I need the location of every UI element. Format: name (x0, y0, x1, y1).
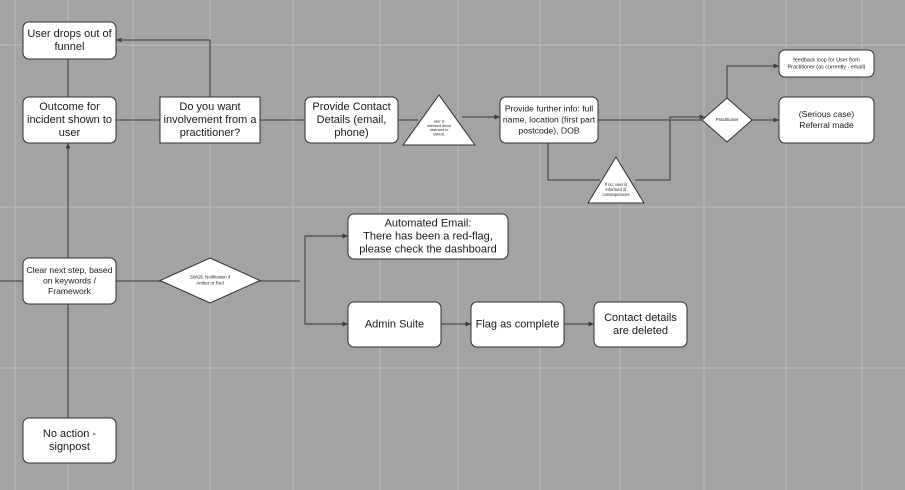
node-dropout-shape (22, 21, 117, 60)
node-noaction-label: signpost (49, 441, 90, 453)
node-noaction[interactable]: No action -signpost (22, 417, 117, 464)
node-email-label: Automated Email: (385, 217, 472, 229)
node-further-label: name, location (first part (503, 114, 596, 124)
node-deleted-shape (593, 301, 688, 348)
node-email-label: There has been a red-flag, (363, 230, 493, 242)
connector-tri2-to-pract (635, 114, 705, 181)
node-notif-label: SWGfL Notification if (190, 275, 231, 280)
node-dropout-label: User drops out of (27, 28, 112, 40)
node-feedback-label: feedback loop for User from (793, 57, 860, 63)
connector-notif-to-admin (304, 281, 348, 327)
node-outcome-label: incident shown to (27, 114, 112, 126)
node-flag-label: Flag as complete (476, 318, 560, 330)
node-pract-label: Practitioner (716, 117, 739, 122)
node-flag[interactable]: Flag as complete (470, 301, 565, 348)
node-flag-shape (470, 301, 565, 348)
node-contact-label: Details (email, (317, 114, 387, 126)
node-tri2-shape (587, 156, 645, 204)
connector-notif-to-email (304, 233, 348, 281)
node-notif-label: Amber or Red (196, 281, 224, 286)
node-tri1-shape (402, 94, 476, 146)
node-pract-shape (701, 97, 753, 143)
node-outcome-shape (22, 96, 117, 144)
node-pract[interactable]: Practitioner (701, 97, 753, 143)
node-tri2-label: If no: user is (605, 182, 628, 187)
connector-involve-to-dropout (116, 37, 211, 97)
node-admin[interactable]: Admin Suite (347, 301, 442, 348)
connector-pract-to-feedback (726, 63, 779, 98)
node-contact-shape (304, 96, 399, 144)
node-noaction-shape (22, 417, 117, 464)
node-contact-label: Provide Contact (312, 101, 390, 113)
node-involve-label: practitioner? (180, 127, 241, 139)
node-noaction-label: No action - (43, 428, 97, 440)
node-clear-shape (22, 257, 117, 305)
node-email[interactable]: Automated Email:There has been a red-fla… (347, 213, 509, 260)
node-admin-shape (347, 301, 442, 348)
node-clear-label: Clear next step, based (27, 265, 113, 275)
node-tri2-label: consequences (602, 192, 629, 197)
node-further-label: Provide further info: full (505, 103, 593, 113)
node-dropout-label: funnel (55, 41, 85, 53)
node-involve-label: Do you want (179, 101, 240, 113)
node-referral-label: (Serious case) (799, 109, 855, 119)
node-tri1-label: data sent to (430, 128, 449, 132)
node-referral-shape (778, 96, 875, 144)
node-feedback[interactable]: feedback loop for User fromPractitioner … (778, 49, 875, 78)
node-outcome-label: Outcome for (39, 101, 100, 113)
node-involve-shape (159, 96, 261, 144)
node-referral[interactable]: (Serious case)Referral made (778, 96, 875, 144)
node-tri2-label: informed of (606, 187, 628, 192)
node-outcome-label: user (59, 127, 81, 139)
node-involve-label: involvement from a (164, 114, 258, 126)
node-deleted-label: Contact details (604, 312, 677, 324)
node-email-shape (347, 213, 509, 260)
node-referral-label: Referral made (799, 120, 854, 130)
node-further-shape (499, 96, 599, 144)
node-deleted-label: are deleted (613, 325, 668, 337)
node-feedback-label: Practitioner (as currently - email) (788, 64, 866, 70)
node-clear-label: Framework (48, 286, 92, 296)
node-notif-shape (158, 257, 262, 304)
node-tri1-label: user is (434, 119, 445, 123)
node-email-label: please check the dashboard (359, 243, 497, 255)
node-tri1-label: informed about (427, 124, 451, 128)
node-clear-label: on keywords / (43, 275, 97, 285)
node-tri1-label: SWGfL (433, 133, 445, 137)
node-admin-label: Admin Suite (365, 318, 424, 330)
connector-further-to-tri2 (547, 143, 600, 181)
node-further-label: postcode), DOB (518, 125, 579, 135)
node-contact-label: phone) (334, 127, 368, 139)
node-feedback-shape (778, 49, 875, 78)
